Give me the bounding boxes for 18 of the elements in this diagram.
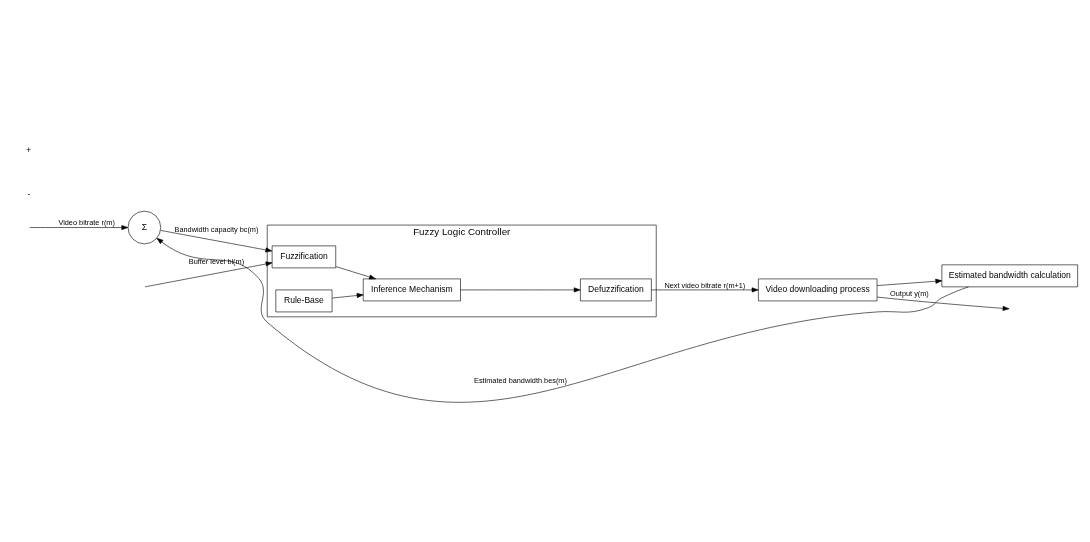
node-box: Estimated bandwidth calculation [941,264,1078,288]
arrow [460,287,581,293]
arrow [876,296,1010,311]
node-box: Defuzzification [580,278,652,302]
node-box: Rule-Base [275,289,333,313]
arrow [335,266,376,280]
arrow [144,261,273,288]
arrow [332,293,364,299]
label: - [27,188,31,199]
arrow [29,225,129,230]
arrow [651,287,759,293]
node-box: Video downloading process [758,278,878,302]
node-box: Inference Mechanism [362,278,461,302]
arrow [156,237,969,403]
arrow [876,278,943,286]
arrow [160,230,273,253]
node-box: Fuzzification [271,245,337,269]
label: + [26,144,32,155]
